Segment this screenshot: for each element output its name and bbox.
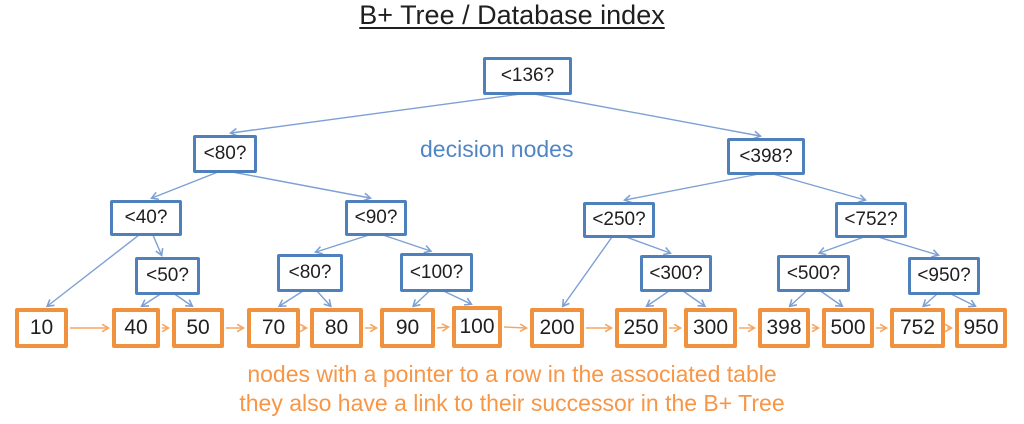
tree-edge <box>817 236 865 256</box>
tree-edge <box>140 293 161 308</box>
tree-edge <box>45 234 140 308</box>
decision-node-d500: <500? <box>777 255 850 292</box>
tree-edge <box>174 293 194 308</box>
leaf-node-l250: 250 <box>615 308 667 348</box>
leaf-node-l300: 300 <box>684 308 737 348</box>
tree-edge <box>625 236 672 256</box>
tree-edge <box>772 173 867 203</box>
tree-edge <box>534 93 763 140</box>
successor-arrow <box>436 323 451 332</box>
leaf-node-l80: 80 <box>310 308 363 348</box>
tree-edge <box>314 234 370 255</box>
tree-edge <box>682 290 707 308</box>
decision-node-d100: <100? <box>400 253 473 292</box>
tree-edge <box>150 171 219 201</box>
tree-edge <box>231 171 373 202</box>
leaf-node-l10: 10 <box>15 308 68 348</box>
successor-arrow <box>503 323 529 333</box>
decision-node-d752: <752? <box>835 202 907 238</box>
decision-node-d90: <90? <box>345 200 407 236</box>
diagram-title: B+ Tree / Database index <box>359 0 665 30</box>
tree-edge <box>561 236 613 308</box>
leaf-caption-line1: nodes with a pointer to a row in the ass… <box>247 361 777 387</box>
tree-edge <box>788 290 807 308</box>
tree-edge <box>382 234 433 254</box>
leaf-node-l90: 90 <box>380 308 435 348</box>
decision-node-d40: <40? <box>110 200 182 236</box>
successor-edges-layer <box>70 323 954 333</box>
leaf-node-l752: 752 <box>890 308 945 348</box>
decision-node-d250: <250? <box>583 202 655 238</box>
tree-edge <box>950 293 977 308</box>
tree-edge <box>228 93 521 137</box>
leaf-node-l40: 40 <box>112 308 160 348</box>
decision-node-d80b: <80? <box>277 254 343 292</box>
leaf-node-l500: 500 <box>822 308 874 348</box>
leaf-node-l100: 100 <box>452 306 502 348</box>
tree-edges-layer <box>45 93 977 308</box>
leaf-node-l70: 70 <box>247 308 300 348</box>
tree-edge <box>645 290 670 308</box>
tree-edge <box>277 290 304 308</box>
decision-node-d398: <398? <box>727 138 805 175</box>
leaf-caption: nodes with a pointer to a row in the ass… <box>0 360 1024 418</box>
leaf-node-l50: 50 <box>172 308 224 348</box>
tree-edge <box>152 234 164 257</box>
decision-node-d300: <300? <box>640 255 712 292</box>
tree-edge <box>412 290 430 308</box>
tree-edge <box>316 290 332 308</box>
tree-edge <box>820 290 844 308</box>
tree-edge <box>443 290 473 306</box>
tree-edge <box>877 236 940 258</box>
leaf-node-l950: 950 <box>955 308 1007 348</box>
tree-edge <box>921 293 938 308</box>
leaf-node-l398: 398 <box>758 308 810 348</box>
decision-node-d136: <136? <box>483 57 572 95</box>
tree-edge <box>622 173 760 204</box>
leaf-caption-line2: they also have a link to their successor… <box>239 390 785 416</box>
decision-node-d50: <50? <box>135 257 200 295</box>
decision-node-d950: <950? <box>908 257 980 295</box>
leaf-node-l200: 200 <box>530 308 584 348</box>
decision-node-d80: <80? <box>193 135 257 173</box>
decision-nodes-annotation: decision nodes <box>420 136 574 162</box>
